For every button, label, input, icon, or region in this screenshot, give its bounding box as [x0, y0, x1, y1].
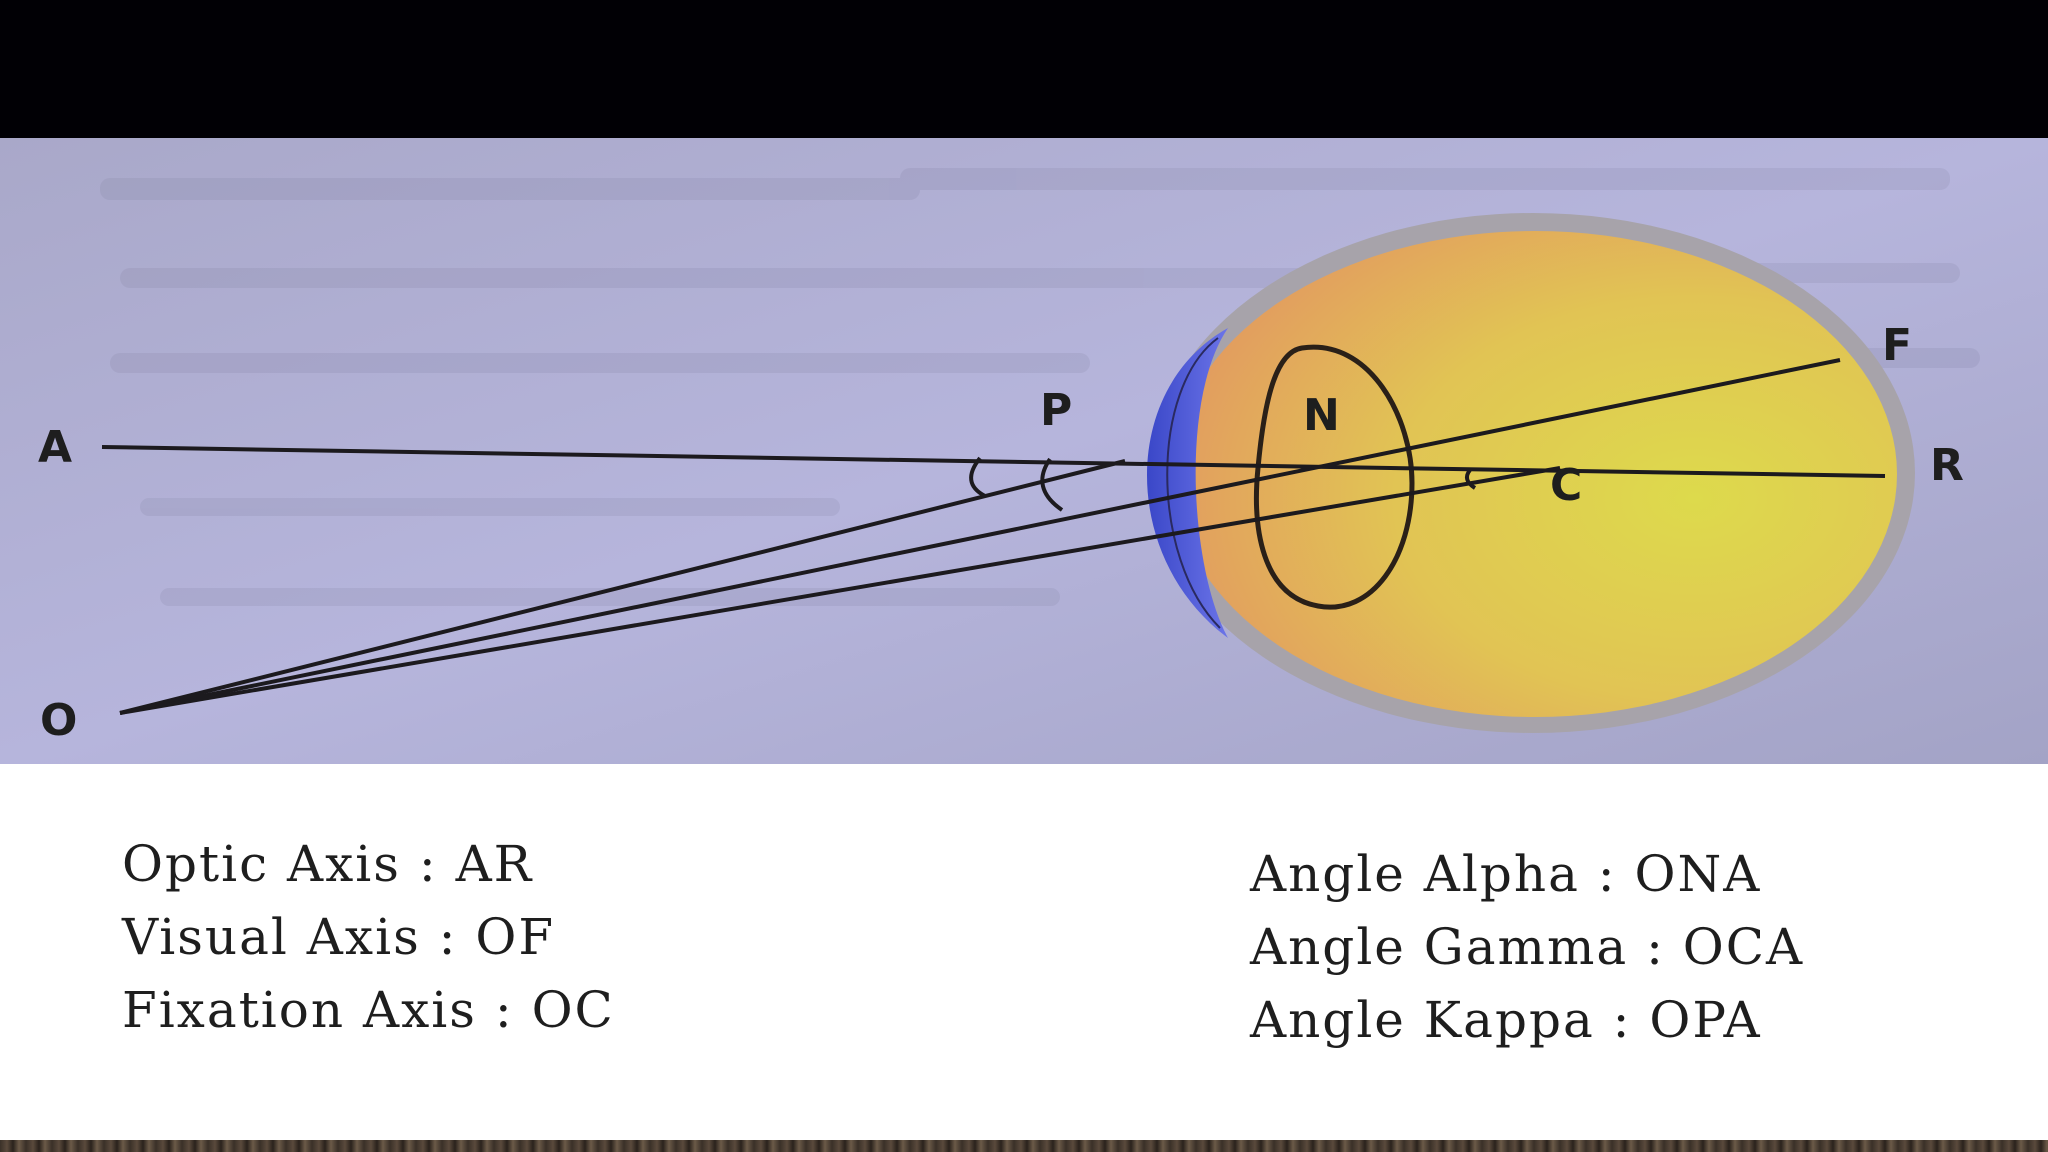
cornea [1147, 328, 1228, 638]
caption-angle-kappa: Angle Kappa : OPA [1250, 991, 1762, 1049]
caption-optic-axis: Optic Axis : AR [122, 835, 534, 893]
top-black-bar [0, 0, 2048, 138]
label-point-n: N [1303, 390, 1340, 441]
label-point-p: P [1040, 385, 1072, 436]
axes-definitions: Optic Axis : AR Visual Axis : OF Fixatio… [122, 828, 615, 1047]
angle-gamma-arc [1464, 468, 1477, 490]
caption-fixation-axis: Fixation Axis : OC [122, 981, 615, 1039]
caption-panel: Optic Axis : AR Visual Axis : OF Fixatio… [0, 764, 2048, 1140]
fixation-axis-line [119, 466, 1561, 715]
label-point-o: O [40, 695, 77, 746]
label-point-r: R [1930, 440, 1964, 491]
lens [1253, 344, 1415, 610]
angle-kappa-arc-outer [969, 456, 987, 498]
angle-arcs [969, 456, 1477, 512]
caption-angle-gamma: Angle Gamma : OCA [1250, 918, 1805, 976]
eye-axes-diagram: A O P N C F R [0, 138, 2048, 764]
eye-diagram-svg: A O P N C F R [0, 138, 2048, 764]
label-point-a: A [38, 422, 72, 473]
label-point-c: C [1550, 460, 1582, 511]
visual-axis-line [119, 358, 1841, 715]
bottom-texture-strip [0, 1140, 2048, 1152]
line-op [119, 459, 1126, 715]
caption-visual-axis: Visual Axis : OF [122, 908, 556, 966]
label-point-f: F [1882, 320, 1912, 371]
angle-kappa-arc-inner [1040, 457, 1064, 512]
cornea-edge [1166, 337, 1221, 629]
axis-lines [101, 358, 1886, 715]
optic-axis-line [101, 445, 1886, 478]
caption-angle-alpha: Angle Alpha : ONA [1250, 845, 1762, 903]
angle-definitions: Angle Alpha : ONA Angle Gamma : OCA Angl… [1250, 838, 1804, 1057]
